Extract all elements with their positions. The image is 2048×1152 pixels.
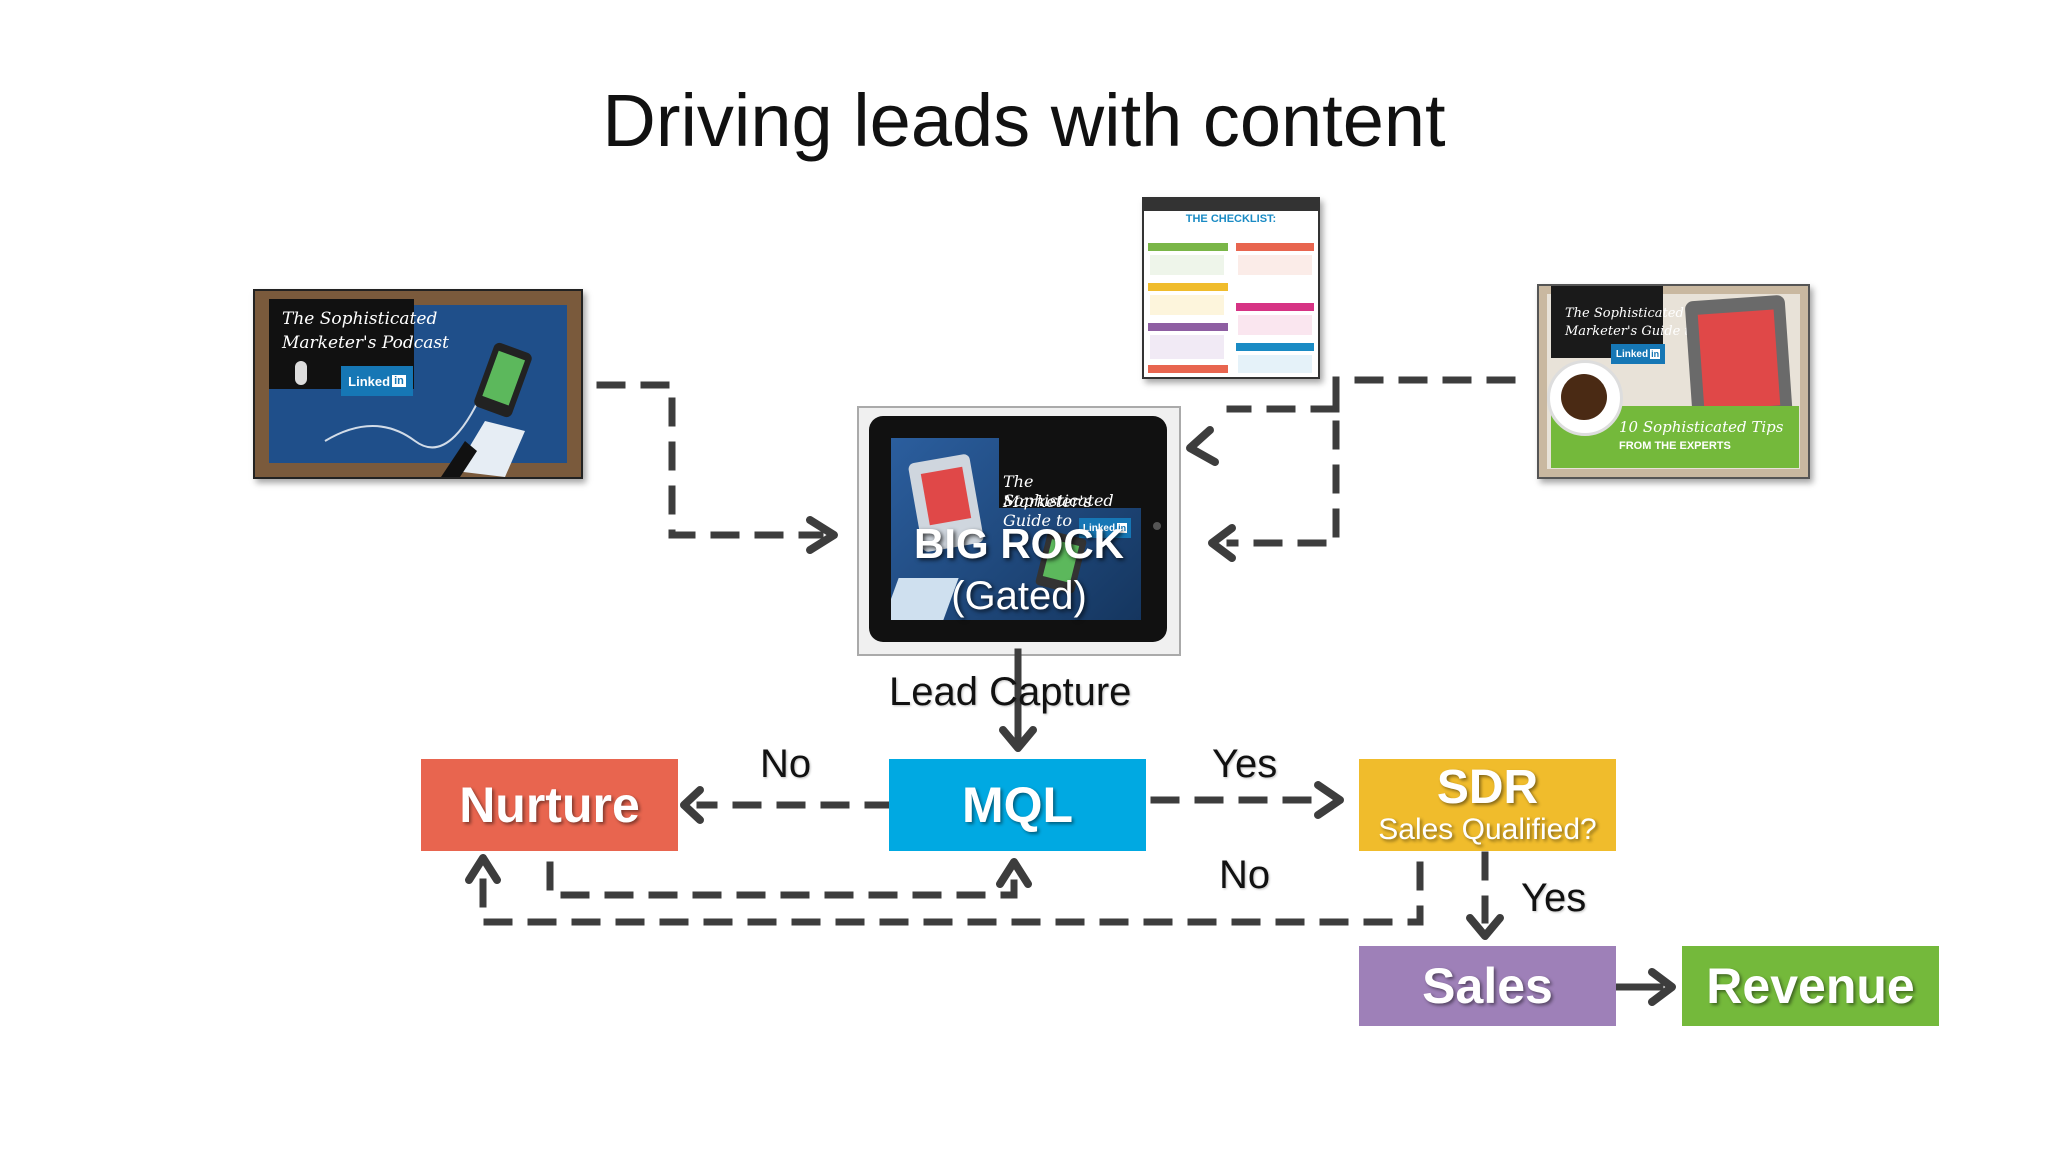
checklist-title: THE CHECKLIST: <box>1185 213 1277 225</box>
lead-capture-label: Lead Capture <box>889 670 1132 714</box>
big-rock-line2: Marketer's Guide to <box>1003 492 1092 530</box>
linkedin-logo-in: in <box>392 375 406 387</box>
no-label-left: No <box>760 742 812 786</box>
arrowhead-nurture-up <box>465 854 501 884</box>
arrow-podcast-to-bigrock <box>596 381 824 539</box>
tablet-screen: The Sophisticated Marketer's Guide to Li… <box>891 438 1141 620</box>
arrow-sdr-to-nurture <box>479 861 1424 926</box>
podcast-title-line2: Marketer's Podcast <box>282 333 449 353</box>
sales-box: Sales <box>1359 946 1616 1026</box>
mql-box: MQL <box>889 759 1146 851</box>
sdr-sublabel: Sales Qualified? <box>1378 813 1597 846</box>
sdr-label: SDR <box>1436 761 1539 814</box>
sales-label: Sales <box>1422 958 1553 1014</box>
arrow-tips-to-bigrock <box>1226 376 1516 547</box>
linkedin-logo-text: Linked <box>1615 348 1649 360</box>
yes-label-right: Yes <box>1212 742 1278 786</box>
podcast-title-line1: The Sophisticated <box>282 309 438 329</box>
linkedin-logo-text: Linked <box>1082 522 1116 534</box>
nurture-box: Nurture <box>421 759 678 851</box>
arrowhead-podcast <box>806 516 838 554</box>
revenue-box: Revenue <box>1682 946 1939 1026</box>
podcast-thumbnail: The Sophisticated Marketer's Podcast Lin… <box>253 289 583 479</box>
tips-line2: Marketer's Guide to <box>1565 324 1698 339</box>
checklist-thumbnail: THE CHECKLIST: <box>1142 197 1320 379</box>
sdr-box: SDR Sales Qualified? <box>1359 759 1616 851</box>
arrowhead-mql <box>999 726 1037 752</box>
tips-line1: The Sophisticated <box>1565 306 1684 321</box>
arrowhead-checklist <box>1186 426 1219 466</box>
mql-label: MQL <box>961 777 1074 833</box>
arrowhead-sdr <box>1314 781 1344 819</box>
arrowhead-nurture <box>680 786 704 824</box>
coffee-cup-icon <box>1561 374 1607 420</box>
microphone-icon <box>295 361 307 385</box>
arrowhead-sales <box>1466 914 1504 940</box>
big-rock-line1: The Sophisticated <box>1003 472 1114 510</box>
big-rock-frame: The Sophisticated Marketer's Guide to Li… <box>857 406 1181 656</box>
tablet-device: The Sophisticated Marketer's Guide to Li… <box>869 416 1167 642</box>
big-rock-label: BIG ROCK <box>914 520 1124 567</box>
big-rock-sublabel: (Gated) <box>951 574 1087 618</box>
nurture-label: Nurture <box>459 777 640 833</box>
yes-label-down: Yes <box>1521 876 1587 920</box>
no-label-bottom: No <box>1219 853 1271 897</box>
linkedin-logo-in: in <box>1650 349 1661 359</box>
slide-title: Driving leads with content <box>602 79 1446 162</box>
arrowhead-nurture-loop <box>996 858 1032 888</box>
checklist-content <box>1148 243 1314 373</box>
arrowhead-tips <box>1208 524 1236 562</box>
arrow-nurture-to-mql <box>546 861 1018 899</box>
linkedin-logo-text: Linked <box>348 373 391 389</box>
tips-thumbnail: The Sophisticated Marketer's Guide to Li… <box>1537 284 1810 479</box>
tablet-home-button-icon <box>1153 522 1161 530</box>
tips-subtitle: FROM THE EXPERTS <box>1619 440 1731 452</box>
linkedin-logo-in: in <box>1117 523 1128 533</box>
tips-title: 10 Sophisticated Tips <box>1619 418 1784 436</box>
revenue-label: Revenue <box>1706 958 1915 1014</box>
arrowhead-revenue <box>1648 968 1676 1006</box>
podcast-illustration <box>295 342 532 477</box>
